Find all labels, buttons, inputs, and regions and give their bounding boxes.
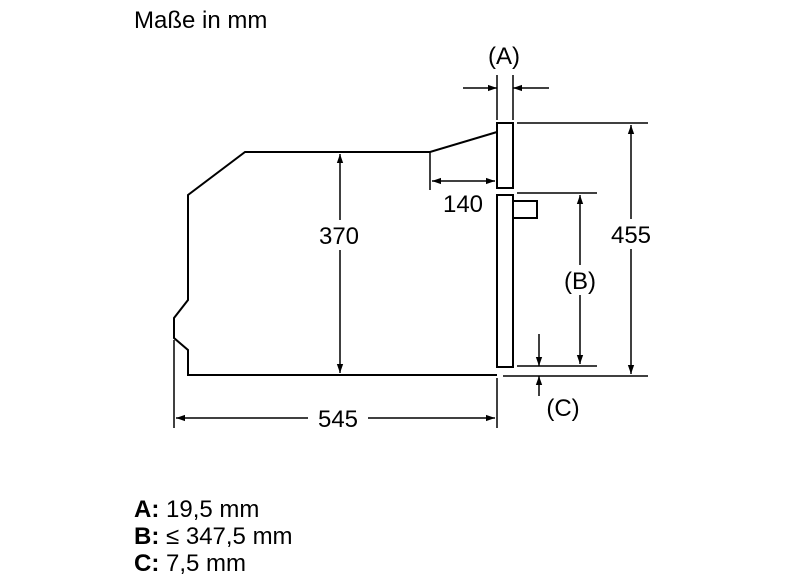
legend-key-b: B: bbox=[134, 523, 160, 550]
dimension-370-label-bg bbox=[312, 220, 368, 250]
dimension-b-label: (B) bbox=[564, 268, 596, 295]
front-panel-door bbox=[496, 194, 514, 368]
legend-value-c: 7,5 mm bbox=[166, 550, 247, 577]
dimension-455-label: 455 bbox=[611, 222, 651, 249]
appliance-body-outline bbox=[173, 131, 498, 376]
dimension-545-label: 545 bbox=[318, 406, 358, 433]
legend-value-a: 19,5 mm bbox=[166, 496, 260, 523]
dimension-a-label: (A) bbox=[488, 43, 520, 70]
door-handle bbox=[512, 200, 538, 219]
legend-key-c: C: bbox=[134, 550, 160, 577]
dimension-c-label: (C) bbox=[546, 395, 579, 422]
dimension-140-label: 140 bbox=[443, 191, 483, 218]
dimension-545-label-bg bbox=[308, 403, 368, 433]
legend-value-b: ≤ 347,5 mm bbox=[166, 523, 293, 550]
drawing-title: Maße in mm bbox=[134, 7, 268, 34]
dimension-b-label-bg bbox=[556, 265, 604, 295]
legend-row-a: A: 19,5 mm bbox=[134, 496, 259, 524]
dimension-455-label-bg bbox=[605, 219, 659, 249]
dimension-370-label: 370 bbox=[319, 223, 359, 250]
legend-row-c: C: 7,5 mm bbox=[134, 550, 246, 578]
legend-row-b: B: ≤ 347,5 mm bbox=[134, 523, 293, 551]
legend-key-a: A: bbox=[134, 496, 160, 523]
front-panel-upper bbox=[496, 122, 514, 189]
